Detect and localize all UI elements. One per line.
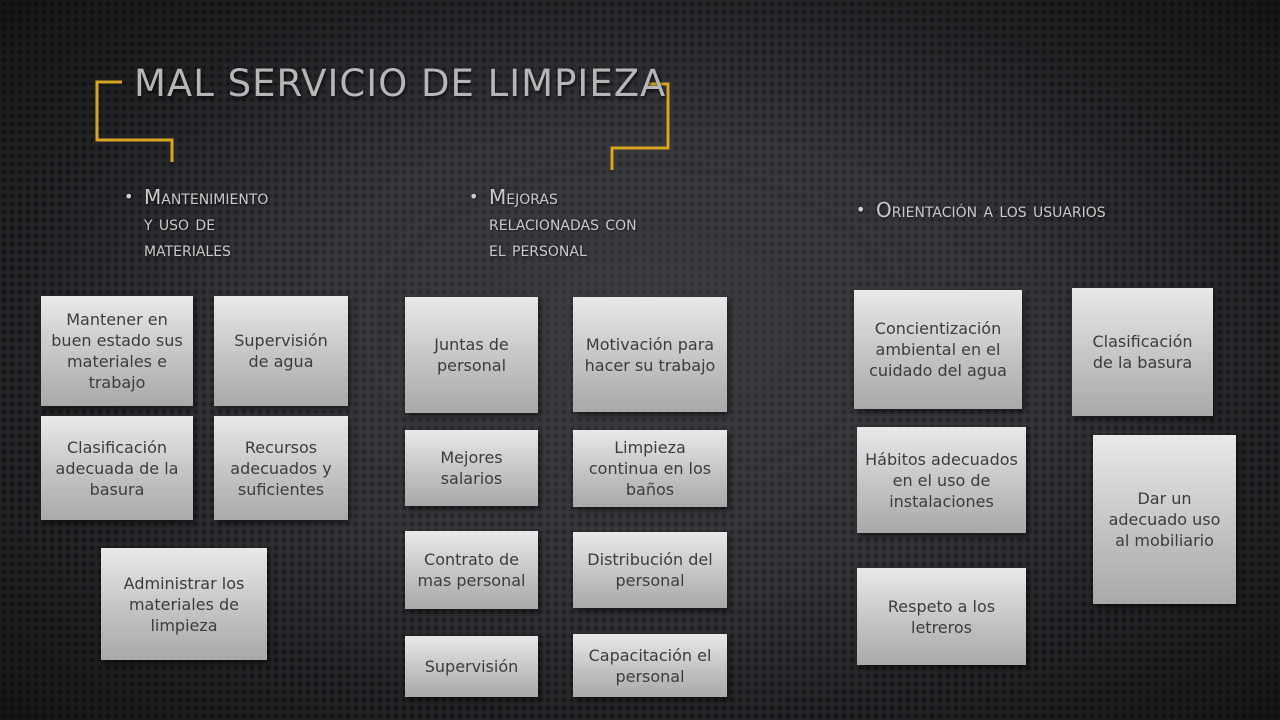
heading-mantenimiento: • Mantenimiento y uso de materiales — [124, 184, 269, 262]
box-clasificacion-basura: Clasificación adecuada de la basura — [41, 416, 193, 520]
box-administrar-materiales: Administrar los materiales de limpieza — [101, 548, 267, 660]
heading-line: Mantenimiento — [144, 185, 269, 209]
box-motivacion: Motivación para hacer su trabajo — [573, 297, 727, 412]
heading-orientacion: • Orientación a los usuarios — [856, 197, 1106, 223]
page-title: MAL SERVICIO DE LIMPIEZA — [134, 62, 667, 105]
bullet-icon: • — [124, 187, 134, 206]
box-supervision-agua: Supervisión de agua — [214, 296, 348, 406]
heading-line: materiales — [144, 237, 231, 261]
box-concientizacion: Concientización ambiental en el cuidado … — [854, 290, 1022, 409]
title-bracket-frame — [95, 80, 670, 170]
heading-line: relacionadas con — [489, 211, 637, 235]
box-respeto-letreros: Respeto a los letreros — [857, 568, 1026, 665]
box-limpieza-banos: Limpieza continua en los baños — [573, 430, 727, 507]
left-bracket — [95, 80, 174, 162]
bullet-icon: • — [856, 200, 866, 219]
box-juntas-personal: Juntas de personal — [405, 297, 538, 413]
box-mejores-salarios: Mejores salarios — [405, 430, 538, 506]
box-mobiliario: Dar un adecuado uso al mobiliario — [1093, 435, 1236, 604]
heading-line: Mejoras — [489, 185, 558, 209]
box-contrato-personal: Contrato de mas personal — [405, 531, 538, 609]
box-supervision: Supervisión — [405, 636, 538, 697]
bullet-icon: • — [469, 187, 479, 206]
heading-line: Orientación a los usuarios — [876, 198, 1106, 222]
box-clasificacion-basura-2: Clasificación de la basura — [1072, 288, 1213, 416]
heading-line: el personal — [489, 237, 587, 261]
right-bracket — [610, 82, 670, 170]
heading-mejoras: • Mejoras relacionadas con el personal — [469, 184, 637, 262]
box-distribucion-personal: Distribución del personal — [573, 532, 727, 608]
heading-line: y uso de — [144, 211, 216, 235]
box-recursos-adecuados: Recursos adecuados y suficientes — [214, 416, 348, 520]
box-mantener-materiales: Mantener en buen estado sus materiales e… — [41, 296, 193, 406]
box-capacitacion: Capacitación el personal — [573, 634, 727, 697]
box-habitos: Hábitos adecuados en el uso de instalaci… — [857, 427, 1026, 533]
